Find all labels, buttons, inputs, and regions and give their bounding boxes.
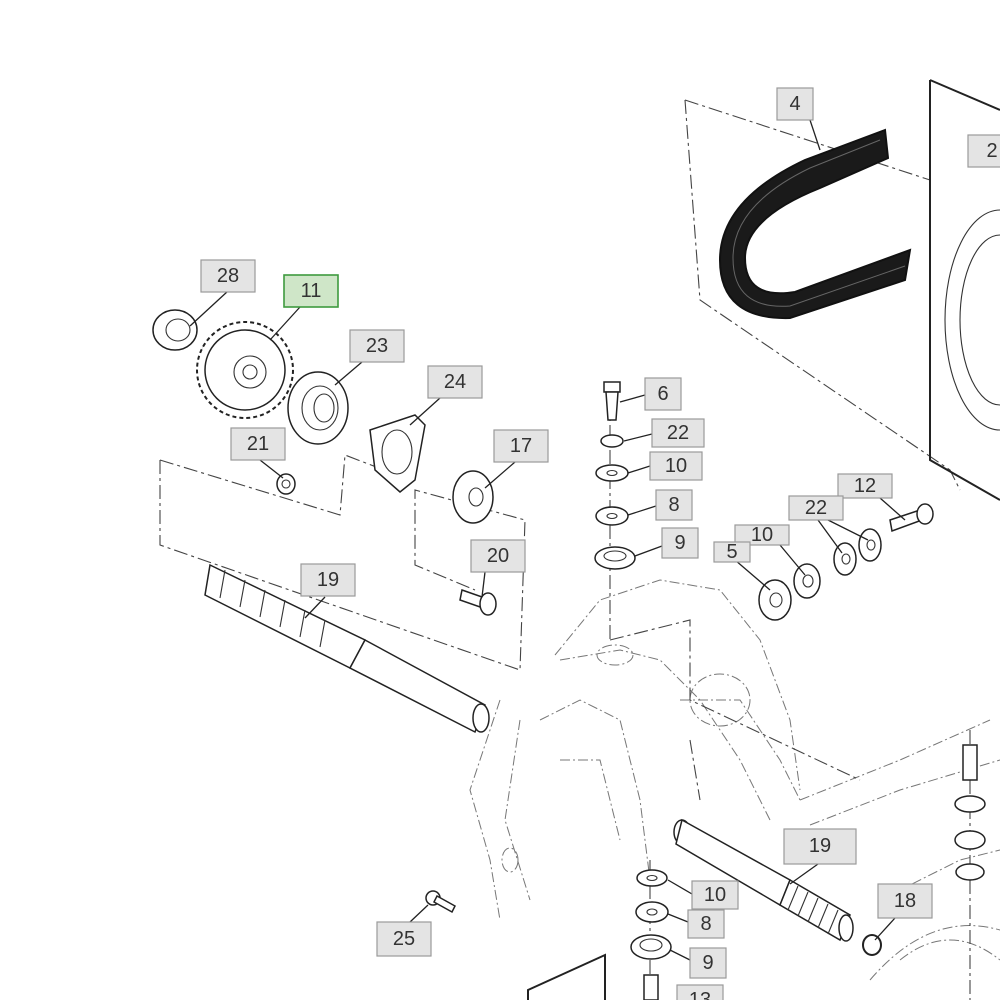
oring-18 xyxy=(862,934,882,956)
callout-24: 24 xyxy=(427,365,483,399)
callout-8-upper: 8 xyxy=(655,489,693,521)
callout-label: 12 xyxy=(854,475,876,497)
callout-label: 21 xyxy=(247,433,269,455)
bolt-20 xyxy=(459,589,497,616)
sprocket-11 xyxy=(196,321,294,419)
callout-10-upper: 10 xyxy=(649,451,703,481)
callout-label: 18 xyxy=(894,890,916,912)
shaft-19-upper xyxy=(204,563,490,734)
bolt-stack-upper xyxy=(594,381,636,570)
callout-label: 24 xyxy=(444,371,466,393)
callout-25: 25 xyxy=(376,921,432,957)
callout-18: 18 xyxy=(877,883,933,919)
callout-19-lower: 19 xyxy=(783,828,857,865)
bolt-25 xyxy=(425,890,456,914)
bolt-stack-right xyxy=(954,744,986,881)
bottom-plate xyxy=(527,953,606,1000)
callout-10-right: 10 xyxy=(734,524,790,546)
callout-6: 6 xyxy=(644,377,682,411)
callout-label: 8 xyxy=(668,494,679,516)
bolt-stack-horizontal xyxy=(758,503,934,621)
callout-label: 19 xyxy=(809,835,831,857)
frame-outline xyxy=(469,579,1000,981)
callout-12: 12 xyxy=(837,473,893,499)
callout-4: 4 xyxy=(776,87,814,121)
callout-label: 23 xyxy=(366,335,388,357)
bolt-stack-lower xyxy=(630,869,672,1000)
callout-13: 13 xyxy=(676,984,724,1000)
callout-label: 11 xyxy=(301,280,322,302)
callout-9-upper: 9 xyxy=(661,527,699,559)
callout-10-lower: 10 xyxy=(691,880,739,910)
callout-17: 17 xyxy=(493,429,549,463)
callout-label: 13 xyxy=(689,989,711,1000)
callout-label: 25 xyxy=(393,928,415,950)
callout-22-right: 22 xyxy=(788,495,844,521)
callout-label: 10 xyxy=(704,884,726,906)
callout-label: 6 xyxy=(657,383,668,405)
callout-23: 23 xyxy=(349,329,405,363)
shaft-19-lower xyxy=(673,818,854,942)
callout-label: 22 xyxy=(667,422,689,444)
leader-lines xyxy=(189,119,906,961)
callout-21: 21 xyxy=(230,427,286,461)
callout-11[interactable]: 11 xyxy=(283,274,339,308)
callout-label: 5 xyxy=(726,541,737,563)
callout-label: 9 xyxy=(674,532,685,554)
callout-28: 28 xyxy=(200,259,256,293)
callout-label: 4 xyxy=(789,93,800,115)
callout-9-lower: 9 xyxy=(689,947,727,979)
callout-19-upper: 19 xyxy=(300,563,356,597)
callout-label: 10 xyxy=(751,524,773,546)
bearing-23 xyxy=(287,371,349,445)
flange-24 xyxy=(369,414,426,493)
callout-label: 22 xyxy=(805,497,827,519)
washer-17 xyxy=(452,470,494,524)
pulley-2 xyxy=(929,79,1000,501)
callout-label: 2 xyxy=(986,140,997,162)
nut-21 xyxy=(276,473,296,495)
belt-4 xyxy=(718,128,912,320)
callout-22-upper: 22 xyxy=(651,418,705,448)
callout-label: 8 xyxy=(700,913,711,935)
callout-5: 5 xyxy=(713,541,751,563)
callout-8-lower: 8 xyxy=(687,909,725,939)
callout-label: 28 xyxy=(217,265,239,287)
callout-label: 20 xyxy=(487,545,509,567)
callout-2: 2 xyxy=(967,134,1000,168)
callout-label: 17 xyxy=(510,435,532,457)
callout-label: 10 xyxy=(665,455,687,477)
callout-label: 19 xyxy=(317,569,339,591)
callout-label: 9 xyxy=(702,952,713,974)
callout-20: 20 xyxy=(470,539,526,573)
